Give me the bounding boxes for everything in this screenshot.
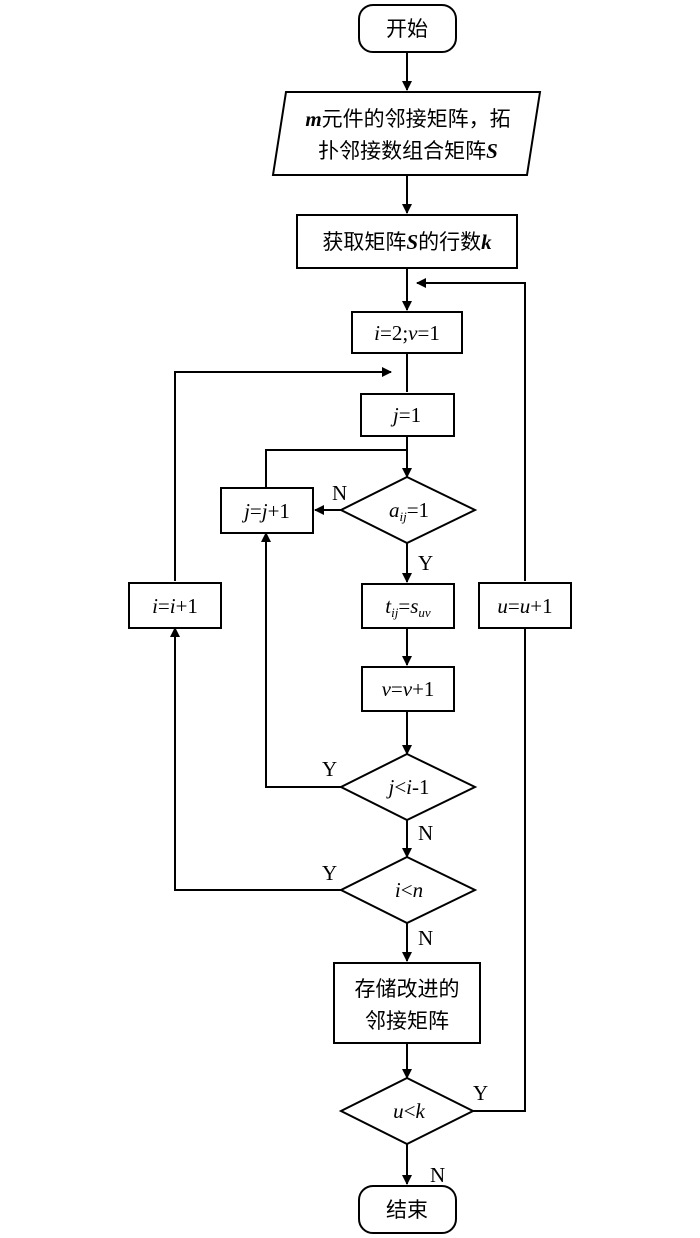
input-parallelogram: m元件的邻接矩阵，拓 扑邻接数组合矩阵S xyxy=(271,91,542,176)
assign-t-process: tij=suv xyxy=(361,583,455,629)
cond-i-decision: i<n xyxy=(338,855,478,925)
edge-inc-u-loop xyxy=(416,278,526,581)
cond-i-yes-label: Y xyxy=(322,861,337,885)
cond-a-no-label: N xyxy=(332,481,347,505)
cond-a-decision: aij=1 xyxy=(338,475,478,545)
inc-j-label: j=j+1 xyxy=(241,499,290,523)
store-process: 存储改进的 邻接矩阵 xyxy=(333,962,481,1044)
cond-i-no-label: N xyxy=(418,926,433,950)
edge-inc-i-loop xyxy=(174,367,392,581)
input-line2: 扑邻接数组合矩阵S xyxy=(318,139,498,163)
inc-v-label: v=v+1 xyxy=(382,677,435,701)
cond-u-yes-label: Y xyxy=(473,1081,488,1105)
store-line1: 存储改进的 xyxy=(355,977,460,1001)
cond-u-no-label: N xyxy=(430,1163,445,1187)
init-j-label: j=1 xyxy=(390,403,421,427)
inc-u-label: u=u+1 xyxy=(497,594,552,618)
cond-a-label: aij=1 xyxy=(389,498,429,524)
edge-cond-u-yes xyxy=(473,628,526,1112)
edge-inc-j-loop xyxy=(265,449,407,488)
start-terminator: 开始 xyxy=(358,4,457,53)
end-terminator: 结束 xyxy=(358,1185,457,1234)
cond-i-label: i<n xyxy=(395,878,423,902)
start-label: 开始 xyxy=(386,17,428,41)
cond-j-label: j<i-1 xyxy=(385,775,429,799)
input-line1: m元件的邻接矩阵，拓 xyxy=(305,107,510,131)
get-rows-process: 获取矩阵S的行数k xyxy=(296,214,518,269)
cond-j-decision: j<i-1 xyxy=(338,752,478,822)
inc-j-process: j=j+1 xyxy=(220,487,314,534)
cond-a-yes-label: Y xyxy=(418,551,433,575)
cond-j-yes-label: Y xyxy=(322,757,337,781)
init-j-process: j=1 xyxy=(360,393,455,437)
edge-cond-j-yes xyxy=(261,532,341,788)
inc-i-process: i=i+1 xyxy=(128,582,222,629)
assign-t-label: tij=suv xyxy=(385,594,431,620)
edges xyxy=(170,52,526,1185)
init-iv-label: i=2;v=1 xyxy=(374,321,440,345)
inc-u-process: u=u+1 xyxy=(478,582,572,629)
end-label: 结束 xyxy=(386,1198,428,1222)
inc-v-process: v=v+1 xyxy=(361,666,455,712)
inc-i-label: i=i+1 xyxy=(152,594,198,618)
edge-labels: N Y Y N Y N Y N xyxy=(322,481,488,1187)
get-rows-label: 获取矩阵S的行数k xyxy=(322,230,492,254)
edge-cond-i-yes xyxy=(170,627,341,891)
init-iv-process: i=2;v=1 xyxy=(351,311,463,354)
cond-u-decision: u<k xyxy=(338,1076,476,1146)
store-line2: 邻接矩阵 xyxy=(365,1009,449,1033)
cond-j-no-label: N xyxy=(418,821,433,845)
cond-u-label: u<k xyxy=(393,1099,425,1123)
